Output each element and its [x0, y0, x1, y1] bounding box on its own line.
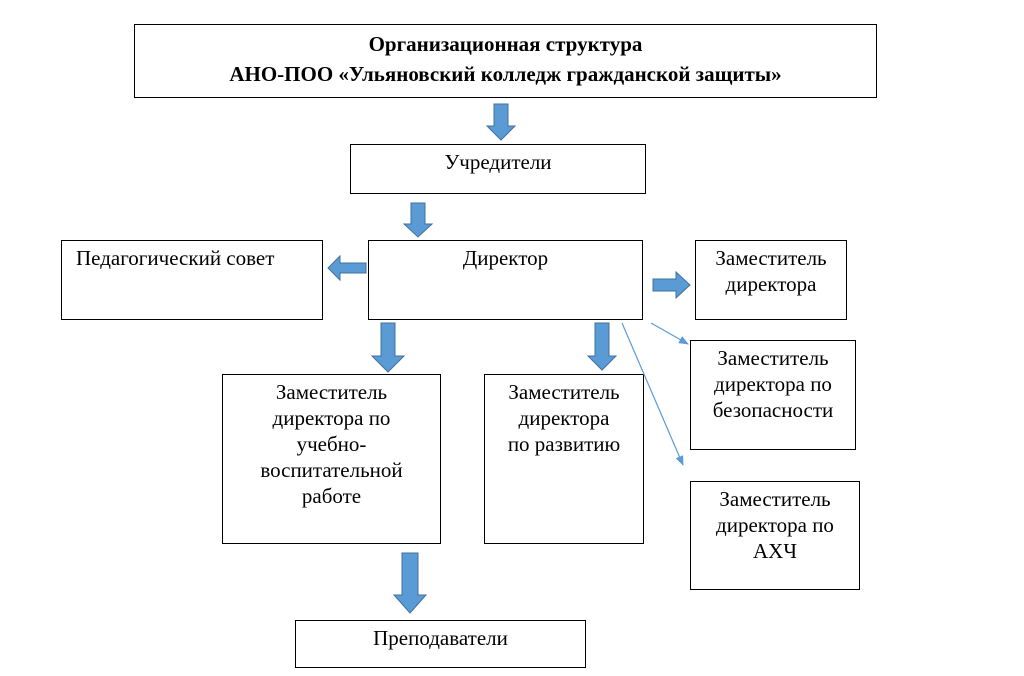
- arrow-founders-to-director: [402, 202, 434, 238]
- founders-label: Учредители: [444, 150, 552, 174]
- teachers-box: Преподаватели: [295, 620, 586, 668]
- deputy-director-box: Заместитель директора: [695, 240, 847, 320]
- pedagogical-council-label: Педагогический совет: [76, 246, 275, 270]
- arrow-director-to-council: [327, 254, 367, 282]
- arrow-director-to-development: [586, 322, 618, 371]
- pedagogical-council-box: Педагогический совет: [61, 240, 323, 320]
- deputy-education-line-2: директора по: [272, 406, 391, 430]
- deputy-security-line-1: Заместитель: [717, 346, 829, 370]
- deputy-education-box: Заместитель директора по учебно- воспита…: [222, 374, 441, 544]
- deputy-education-line-3: учебно-: [296, 432, 367, 456]
- deputy-director-line-2: директора: [725, 272, 817, 296]
- deputy-ahch-line-3: АХЧ: [753, 539, 797, 563]
- deputy-development-line-3: по развитию: [507, 432, 621, 456]
- title-line-2: АНО-ПОО «Ульяновский колледж гражданской…: [229, 62, 782, 86]
- deputy-education-line-5: работе: [301, 484, 362, 508]
- teachers-label: Преподаватели: [373, 626, 508, 650]
- deputy-security-box: Заместитель директора по безопасности: [690, 340, 856, 450]
- deputy-development-line-1: Заместитель: [508, 380, 620, 404]
- deputy-security-line-2: директора по: [714, 372, 832, 396]
- thin-arrow-to-security: [650, 322, 689, 345]
- arrow-title-to-founders: [485, 103, 517, 141]
- title-line-1: Организационная структура: [368, 32, 643, 56]
- deputy-security-line-3: безопасности: [712, 398, 834, 422]
- arrow-director-to-deputy: [652, 270, 691, 300]
- title-box: Организационная структура АНО-ПОО «Ульян…: [134, 24, 877, 98]
- deputy-development-line-2: директора: [518, 406, 610, 430]
- founders-box: Учредители: [350, 144, 646, 194]
- director-box: Директор: [368, 240, 643, 320]
- arrow-director-to-education: [370, 322, 406, 373]
- deputy-education-line-1: Заместитель: [275, 380, 388, 404]
- arrow-education-to-teachers: [392, 552, 428, 614]
- deputy-education-line-4: воспитательной: [260, 458, 403, 482]
- director-label: Директор: [462, 246, 549, 270]
- deputy-ahch-line-2: директора по: [716, 513, 834, 537]
- deputy-ahch-box: Заместитель директора по АХЧ: [690, 481, 860, 590]
- thin-arrow-to-ahch: [621, 322, 684, 466]
- deputy-ahch-line-1: Заместитель: [719, 487, 831, 511]
- deputy-development-box: Заместитель директора по развитию: [484, 374, 644, 544]
- deputy-director-line-1: Заместитель: [715, 246, 827, 270]
